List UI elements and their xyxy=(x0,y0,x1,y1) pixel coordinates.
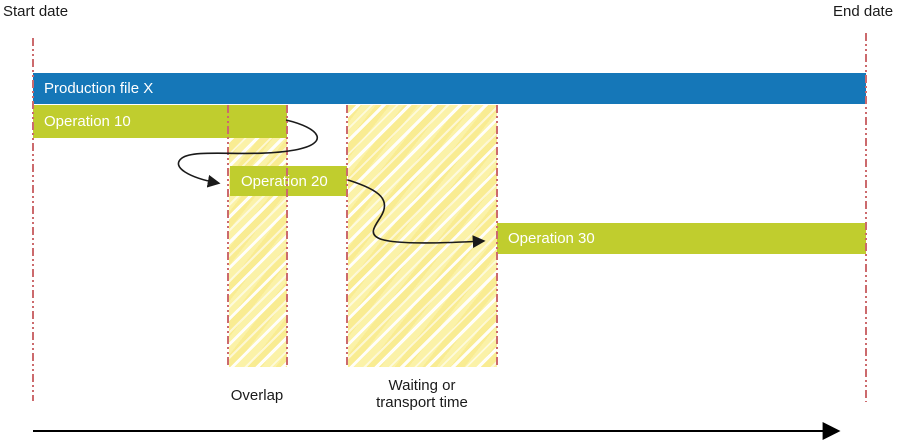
waiting-caption-line1: Waiting or xyxy=(388,377,456,394)
operation-30-bar: Operation 30 xyxy=(497,223,866,254)
overlap-hatched-region xyxy=(229,105,287,367)
operation-10-bar-label: Operation 10 xyxy=(44,113,131,130)
start-date-label: Start date xyxy=(3,3,69,20)
operation-30-bar-label: Operation 30 xyxy=(508,230,595,247)
overlap-caption: Overlap xyxy=(230,387,284,404)
end-date-label: End date xyxy=(833,3,894,20)
operation-10-bar: Operation 10 xyxy=(33,105,287,138)
waiting-transport-caption: Waiting or transport time xyxy=(347,377,497,411)
production-file-bar-label: Production file X xyxy=(44,80,154,97)
operation-20-bar-label: Operation 20 xyxy=(241,172,328,190)
production-file-bar: Production file X xyxy=(33,73,866,104)
operation-20-bar: Operation 20 xyxy=(230,166,347,196)
waiting-transport-hatched-region xyxy=(348,105,497,367)
waiting-caption-line2: transport time xyxy=(376,394,468,411)
